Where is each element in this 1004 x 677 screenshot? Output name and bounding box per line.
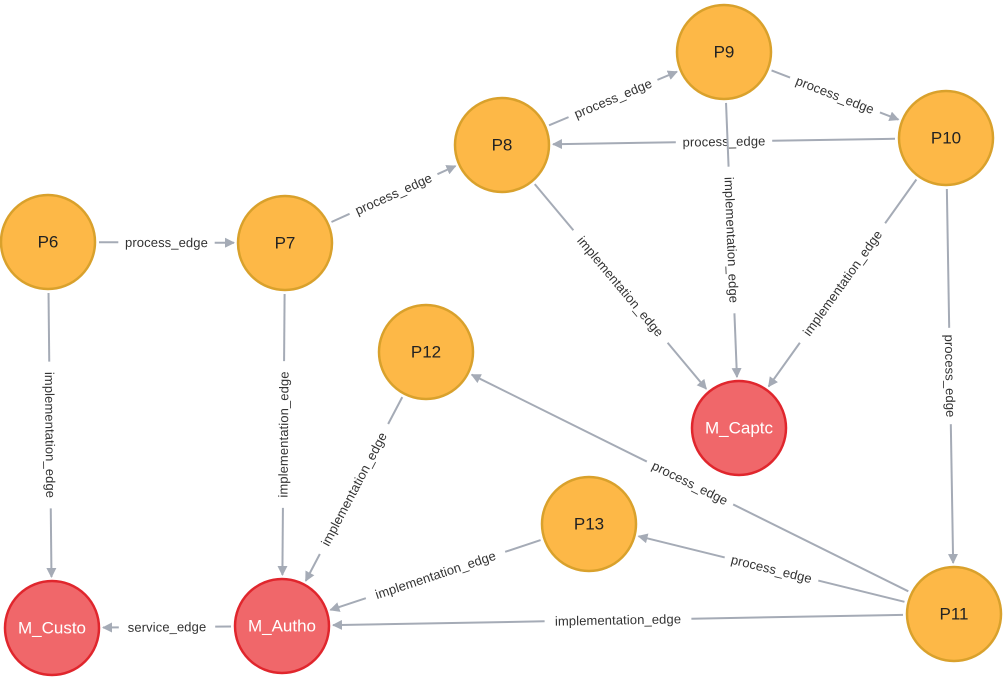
- process-node-circle: [236, 194, 334, 292]
- edge-line-segment: [771, 69, 791, 79]
- node-label: P8: [492, 136, 513, 155]
- node-p12[interactable]: P12: [377, 303, 475, 401]
- edge-p6-to-m_custo[interactable]: implementation_edge: [42, 292, 58, 579]
- edge-p9-to-m_captc[interactable]: implementation_edge: [721, 102, 742, 379]
- node-label: P7: [275, 234, 296, 253]
- edge-p10-to-m_captc[interactable]: implementation_edge: [767, 178, 918, 388]
- edge-line-segment: [47, 292, 51, 362]
- edge-arrow-segment: [470, 373, 648, 463]
- edge-label: process_edge: [572, 76, 654, 122]
- node-label: P6: [38, 233, 59, 252]
- node-p11[interactable]: P11: [905, 565, 1003, 663]
- edge-label: implementation_edge: [555, 611, 681, 628]
- module-node-circle: [233, 577, 331, 675]
- edge-label: implementation_edge: [574, 233, 667, 339]
- node-p13[interactable]: P13: [540, 475, 638, 573]
- node-label: M_Custo: [18, 619, 86, 638]
- node-label: P9: [714, 43, 735, 62]
- edge-label: process_edge: [353, 170, 435, 218]
- node-label: M_Captc: [705, 419, 774, 438]
- edge-arrow-segment: [731, 313, 742, 379]
- module-node-circle: [3, 579, 101, 677]
- edge-p10-to-p11[interactable]: process_edge: [942, 188, 958, 565]
- edge-label: process_edge: [125, 235, 208, 250]
- edge-label: implementation_edge: [42, 372, 58, 498]
- edge-label: process_edge: [682, 133, 765, 149]
- node-label: P11: [940, 605, 969, 624]
- node-p7[interactable]: P7: [236, 194, 334, 292]
- edge-p8-to-m_captc[interactable]: implementation_edge: [533, 183, 708, 390]
- edge-p9-to-p10[interactable]: process_edge: [771, 69, 900, 121]
- node-label: P13: [574, 515, 604, 534]
- edge-arrow-segment: [657, 70, 678, 81]
- process-node-circle: [675, 3, 773, 101]
- node-label: P10: [931, 129, 961, 148]
- edge-label: implementation_edge: [373, 548, 498, 602]
- process-node-circle: [377, 303, 475, 401]
- edge-label: implementation_edge: [276, 371, 292, 497]
- edge-arrow-segment: [277, 507, 288, 577]
- edge-line-segment: [691, 613, 904, 620]
- process-node-circle: [540, 475, 638, 573]
- edge-line-segment: [732, 503, 909, 593]
- edge-label: implementation_edge: [800, 227, 886, 338]
- process-node-circle: [897, 89, 995, 187]
- edge-label: process_edge: [794, 73, 877, 117]
- edge-arrow-segment: [46, 508, 57, 579]
- edge-line-segment: [533, 183, 575, 231]
- edge-line-segment: [548, 116, 569, 127]
- edge-label: implementation_edge: [318, 430, 390, 549]
- edge-arrow-segment: [879, 111, 900, 121]
- node-m-autho[interactable]: M_Autho: [233, 577, 331, 675]
- node-p8[interactable]: P8: [453, 96, 551, 194]
- edge-arrow-segment: [551, 139, 676, 150]
- edge-label: process_edge: [942, 334, 958, 417]
- process-node-circle: [905, 565, 1003, 663]
- edge-arrow-segment: [767, 342, 801, 388]
- edge-label: implementation_edge: [721, 177, 741, 304]
- node-p9[interactable]: P9: [675, 3, 773, 101]
- process-node-circle: [0, 193, 97, 291]
- edge-p8-to-p9[interactable]: process_edge: [548, 70, 678, 127]
- edge-arrow-segment: [666, 342, 708, 390]
- node-m-captc[interactable]: M_Captc: [690, 379, 788, 477]
- edge-arrow-segment: [947, 424, 958, 565]
- module-node-circle: [690, 379, 788, 477]
- edge-label: service_edge: [128, 619, 207, 635]
- edge-arrow-segment: [331, 619, 545, 630]
- node-p10[interactable]: P10: [897, 89, 995, 187]
- edge-arrow-segment: [437, 165, 457, 176]
- process-node-circle: [453, 96, 551, 194]
- edge-p11-to-m_autho[interactable]: implementation_edge: [331, 611, 904, 630]
- edge-p7-to-p8[interactable]: process_edge: [331, 165, 457, 223]
- edge-line-segment: [884, 178, 918, 224]
- node-label: M_Autho: [248, 617, 316, 636]
- edge-line-segment: [331, 212, 350, 223]
- edge-arrow-segment: [637, 533, 725, 559]
- edge-line-segment: [504, 539, 541, 553]
- edge-p12-to-m_autho[interactable]: implementation_edge: [304, 396, 404, 582]
- edge-line-segment: [283, 293, 286, 362]
- edge-arrow-segment: [304, 553, 321, 582]
- edge-label: process_edge: [729, 552, 813, 586]
- edge-m_autho-to-m_custo[interactable]: service_edge: [101, 619, 232, 635]
- edge-p10-to-p8[interactable]: process_edge: [551, 133, 896, 150]
- edge-p13-to-m_autho[interactable]: implementation_edge: [329, 539, 541, 612]
- edge-arrow-segment: [329, 597, 367, 612]
- edge-p11-to-p12[interactable]: process_edge: [470, 373, 909, 593]
- edge-line-segment: [387, 396, 404, 425]
- edge-line-segment: [945, 188, 951, 328]
- edge-p6-to-p7[interactable]: process_edge: [98, 235, 236, 250]
- edge-line-segment: [725, 102, 730, 167]
- edge-p7-to-m_autho[interactable]: implementation_edge: [276, 293, 292, 577]
- edge-line-segment: [772, 137, 896, 142]
- node-label: P12: [411, 343, 441, 362]
- node-m-custo[interactable]: M_Custo: [3, 579, 101, 677]
- edge-line-segment: [818, 579, 905, 603]
- node-p6[interactable]: P6: [0, 193, 97, 291]
